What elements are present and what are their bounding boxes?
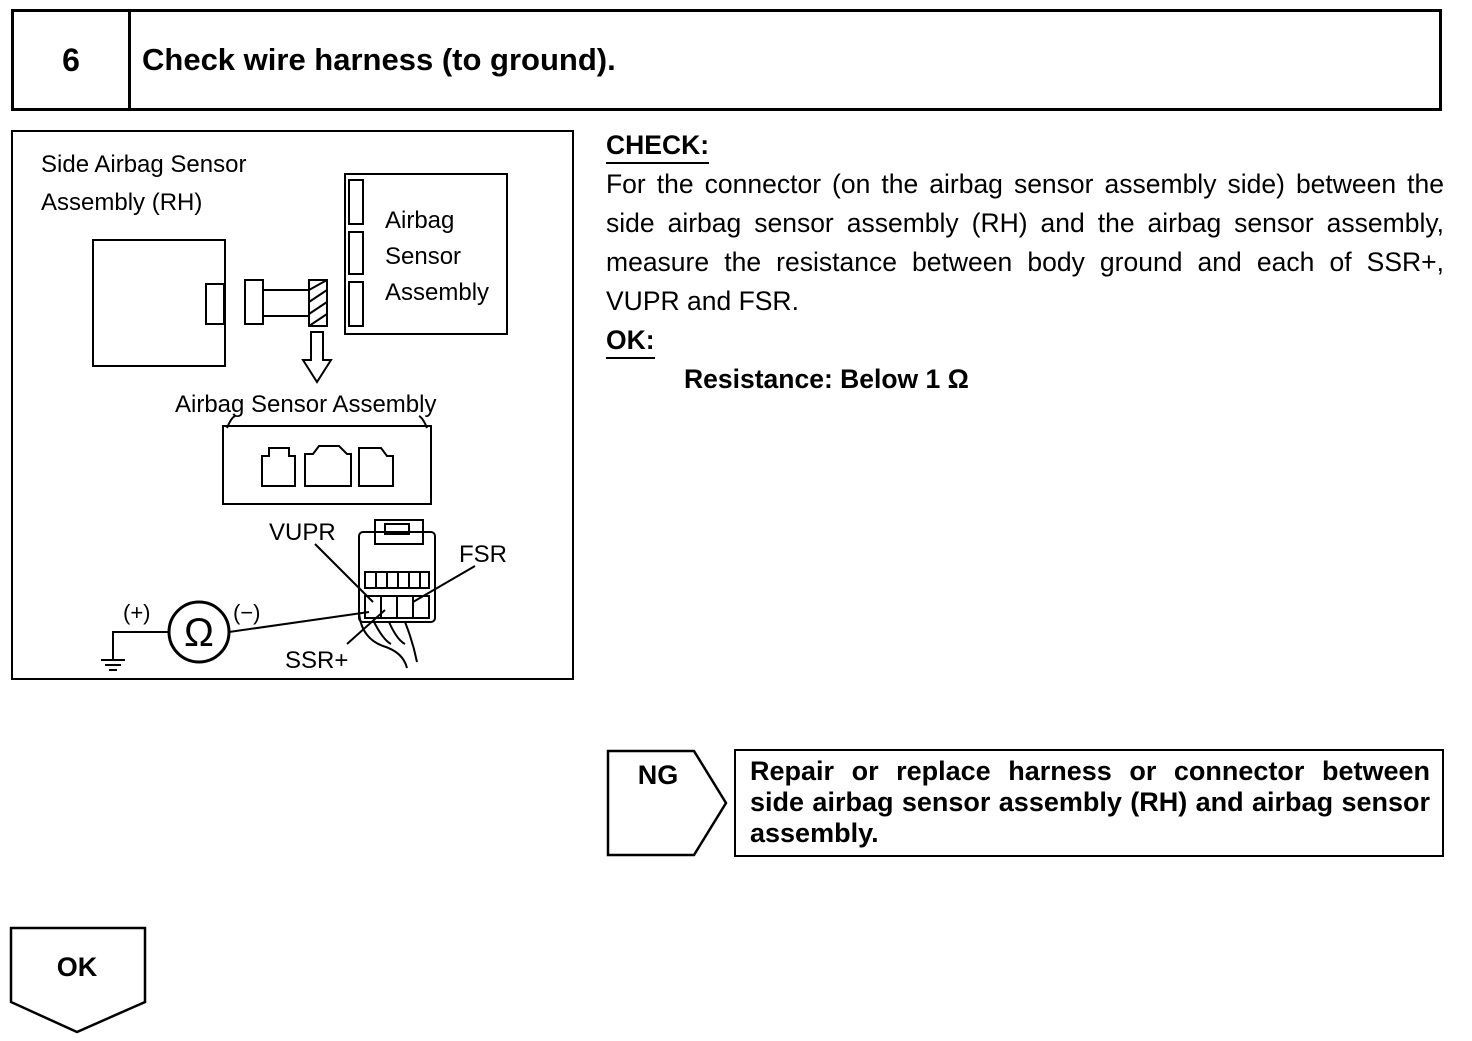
step-number: 6: [14, 12, 131, 108]
step-header: 6 Check wire harness (to ground).: [11, 9, 1442, 111]
side-sensor-connector: [205, 283, 225, 325]
ng-arrow-icon: NG: [606, 749, 728, 857]
ok-tag-label: OK: [57, 952, 98, 982]
ecu-label-3: Assembly: [385, 279, 489, 306]
ecu-label-2: Sensor: [385, 243, 461, 270]
wiring-illustration: Side Airbag Sensor Assembly (RH) Airbag …: [11, 130, 574, 680]
terminal-ssr-label: SSR+: [285, 647, 348, 674]
ohm-symbol: Ω: [184, 611, 214, 655]
ng-tag: NG: [606, 748, 730, 865]
ecu-label-1: Airbag: [385, 207, 454, 234]
illustration-svg: Side Airbag Sensor Assembly (RH) Airbag …: [41, 151, 508, 674]
instruction-column: CHECK: For the connector (on the airbag …: [606, 126, 1444, 399]
ok-tag: OK: [9, 926, 149, 1041]
plug-body: [358, 531, 436, 623]
harness-connector-left: [244, 279, 264, 325]
ok-heading: OK:: [606, 323, 655, 359]
side-sensor-label-2: Assembly (RH): [41, 189, 202, 216]
down-arrow-icon: [301, 331, 333, 384]
terminal-fsr-label: FSR: [459, 541, 507, 568]
ng-tag-label: NG: [638, 760, 679, 790]
connector-face: [222, 425, 432, 505]
side-sensor-label-1: Side Airbag Sensor: [41, 151, 246, 178]
ecu-body: [344, 173, 508, 335]
terminal-vupr-label: VUPR: [269, 519, 336, 546]
ng-action-box: [734, 749, 1444, 857]
ng-action-text: Repair or replace harness or connector b…: [750, 756, 1430, 848]
check-body: For the connector (on the airbag sensor …: [606, 169, 1444, 316]
ok-spec-value: Resistance: Below 1 Ω: [684, 364, 969, 394]
check-heading: CHECK:: [606, 128, 710, 164]
meter-plus-label: (+): [123, 600, 151, 625]
meter-minus-label: (−): [233, 600, 261, 625]
connector-label: Airbag Sensor Assembly: [175, 391, 436, 418]
step-title: Check wire harness (to ground).: [142, 42, 616, 77]
ok-arrow-icon: OK: [9, 926, 147, 1034]
